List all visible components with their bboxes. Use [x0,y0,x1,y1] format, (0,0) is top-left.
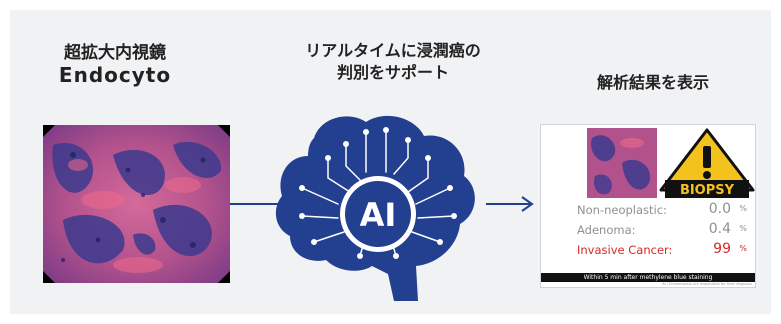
endoscope-title-jp: 超拡大内視鏡 [64,43,166,63]
ai-title: リアルタイムに浸潤癌の 判別をサポート [268,40,518,84]
row-label: Adenoma: [577,223,636,237]
endoscope-title: 超拡大内視鏡 Endocyto [20,42,210,86]
row-value: 99 [713,241,731,257]
row-non-neoplastic: Non-neoplastic: 0.0 % [577,201,753,221]
row-value: 0.0 [708,201,731,217]
row-unit: % [739,224,747,233]
row-adenoma: Adenoma: 0.4 % [577,221,753,241]
result-footer-bar: Within 5 min after methylene blue staini… [541,273,755,282]
ai-badge-text: AI [360,196,397,234]
result-title: 解析結果を表示 [596,73,709,92]
row-label: Non-neoplastic: [577,203,667,217]
arrow-to-ai [230,203,280,205]
ai-title-line2: 判別をサポート [336,63,449,82]
ai-title-line1: リアルタイムに浸潤癌の [305,41,481,60]
row-label: Invasive Cancer: [577,243,673,257]
row-unit: % [739,244,747,253]
arrow-to-result [486,196,534,212]
warning-icon: BIOPSY [659,128,755,198]
brain-icon: AI [275,115,475,301]
row-unit: % [739,204,747,213]
endocytoscopy-image [43,125,230,283]
row-invasive-cancer: Invasive Cancer: 99 % [577,241,753,261]
endoscope-title-en: Endocyto [58,63,172,87]
biopsy-label: BIOPSY [680,183,735,198]
result-disclaimer: AI / Endoscopists are responsible for fi… [662,282,752,286]
row-value: 0.4 [708,221,731,237]
result-screen: BIOPSY Non-neoplastic: 0.0 % Adenoma: 0.… [540,124,756,288]
result-thumbnail [587,128,657,198]
